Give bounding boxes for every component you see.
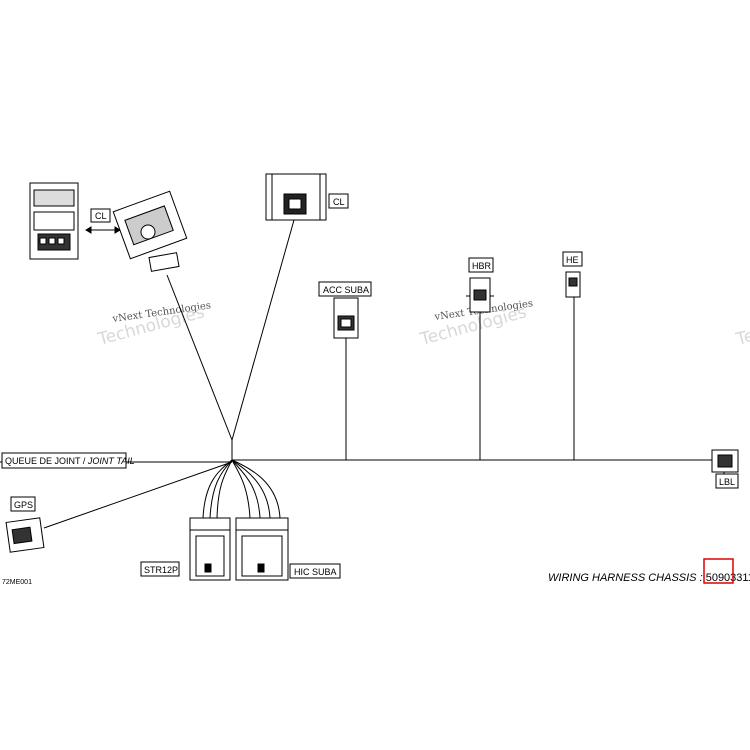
- part-number: 509033111: [706, 572, 750, 584]
- svg-text:HBR: HBR: [472, 261, 492, 271]
- svg-text:QUEUE DE JOINT / JOINT TAIL: QUEUE DE JOINT / JOINT TAIL: [5, 456, 135, 466]
- svg-text:WIRING HARNESS CHASSIS : 5090: WIRING HARNESS CHASSIS : 509033111: [548, 572, 750, 584]
- label-cl-left: CL: [90, 208, 111, 223]
- connector-lbl[interactable]: [711, 449, 739, 474]
- connector-hbr[interactable]: [466, 277, 494, 313]
- label-hic-suba: HIC SUBA: [289, 563, 341, 579]
- label-hbr: HBR: [468, 257, 494, 273]
- harness-title: WIRING HARNESS CHASSIS : 509033111: [548, 558, 750, 584]
- connector-cl-top[interactable]: [265, 173, 327, 221]
- connector-he[interactable]: [565, 271, 581, 298]
- svg-text:HE: HE: [566, 255, 579, 265]
- label-gps: GPS: [10, 496, 36, 512]
- joint-tail-prefix: QUEUE DE JOINT /: [5, 456, 88, 466]
- svg-text:STR12P: STR12P: [144, 565, 178, 575]
- svg-text:CL: CL: [333, 197, 345, 207]
- watermark-big-edge: Technologies: [733, 302, 750, 350]
- label-joint-tail: QUEUE DE JOINT / JOINT TAIL: [1, 452, 135, 469]
- connector-cl-left[interactable]: [29, 182, 188, 272]
- label-cl-top: CL: [328, 193, 349, 209]
- label-lbl: LBL: [715, 473, 739, 489]
- figure-code: 72ME001: [2, 579, 32, 586]
- part-number-highlight-box: [703, 558, 734, 584]
- label-acc-suba: ACC SUBA: [318, 281, 372, 297]
- svg-text:LBL: LBL: [719, 477, 735, 487]
- connector-str12p[interactable]: [189, 517, 231, 581]
- title-prefix: WIRING HARNESS CHASSIS :: [548, 572, 706, 584]
- svg-text:HIC SUBA: HIC SUBA: [294, 567, 337, 577]
- label-str12p: STR12P: [140, 561, 180, 577]
- connector-gps[interactable]: [5, 517, 45, 553]
- label-he: HE: [562, 251, 583, 267]
- svg-text:ACC SUBA: ACC SUBA: [323, 285, 369, 295]
- connector-acc-suba[interactable]: [333, 297, 359, 339]
- joint-tail-suffix: JOINT TAIL: [87, 456, 135, 466]
- connector-hic-suba[interactable]: [235, 517, 289, 581]
- svg-text:CL: CL: [95, 211, 107, 221]
- harness-wires: [0, 219, 712, 529]
- svg-text:GPS: GPS: [14, 500, 33, 510]
